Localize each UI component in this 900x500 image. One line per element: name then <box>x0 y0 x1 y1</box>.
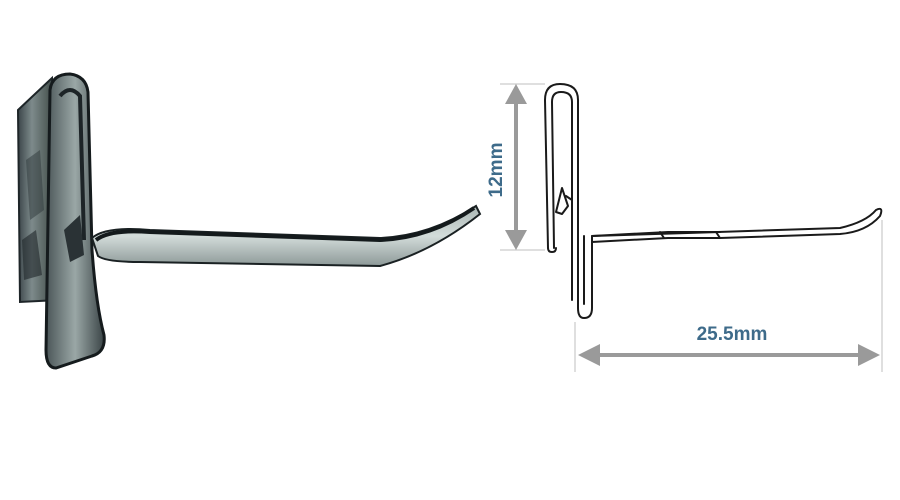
height-dimension-label: 12mm <box>486 143 507 198</box>
length-dimension-label: 25.5mm <box>697 324 768 345</box>
